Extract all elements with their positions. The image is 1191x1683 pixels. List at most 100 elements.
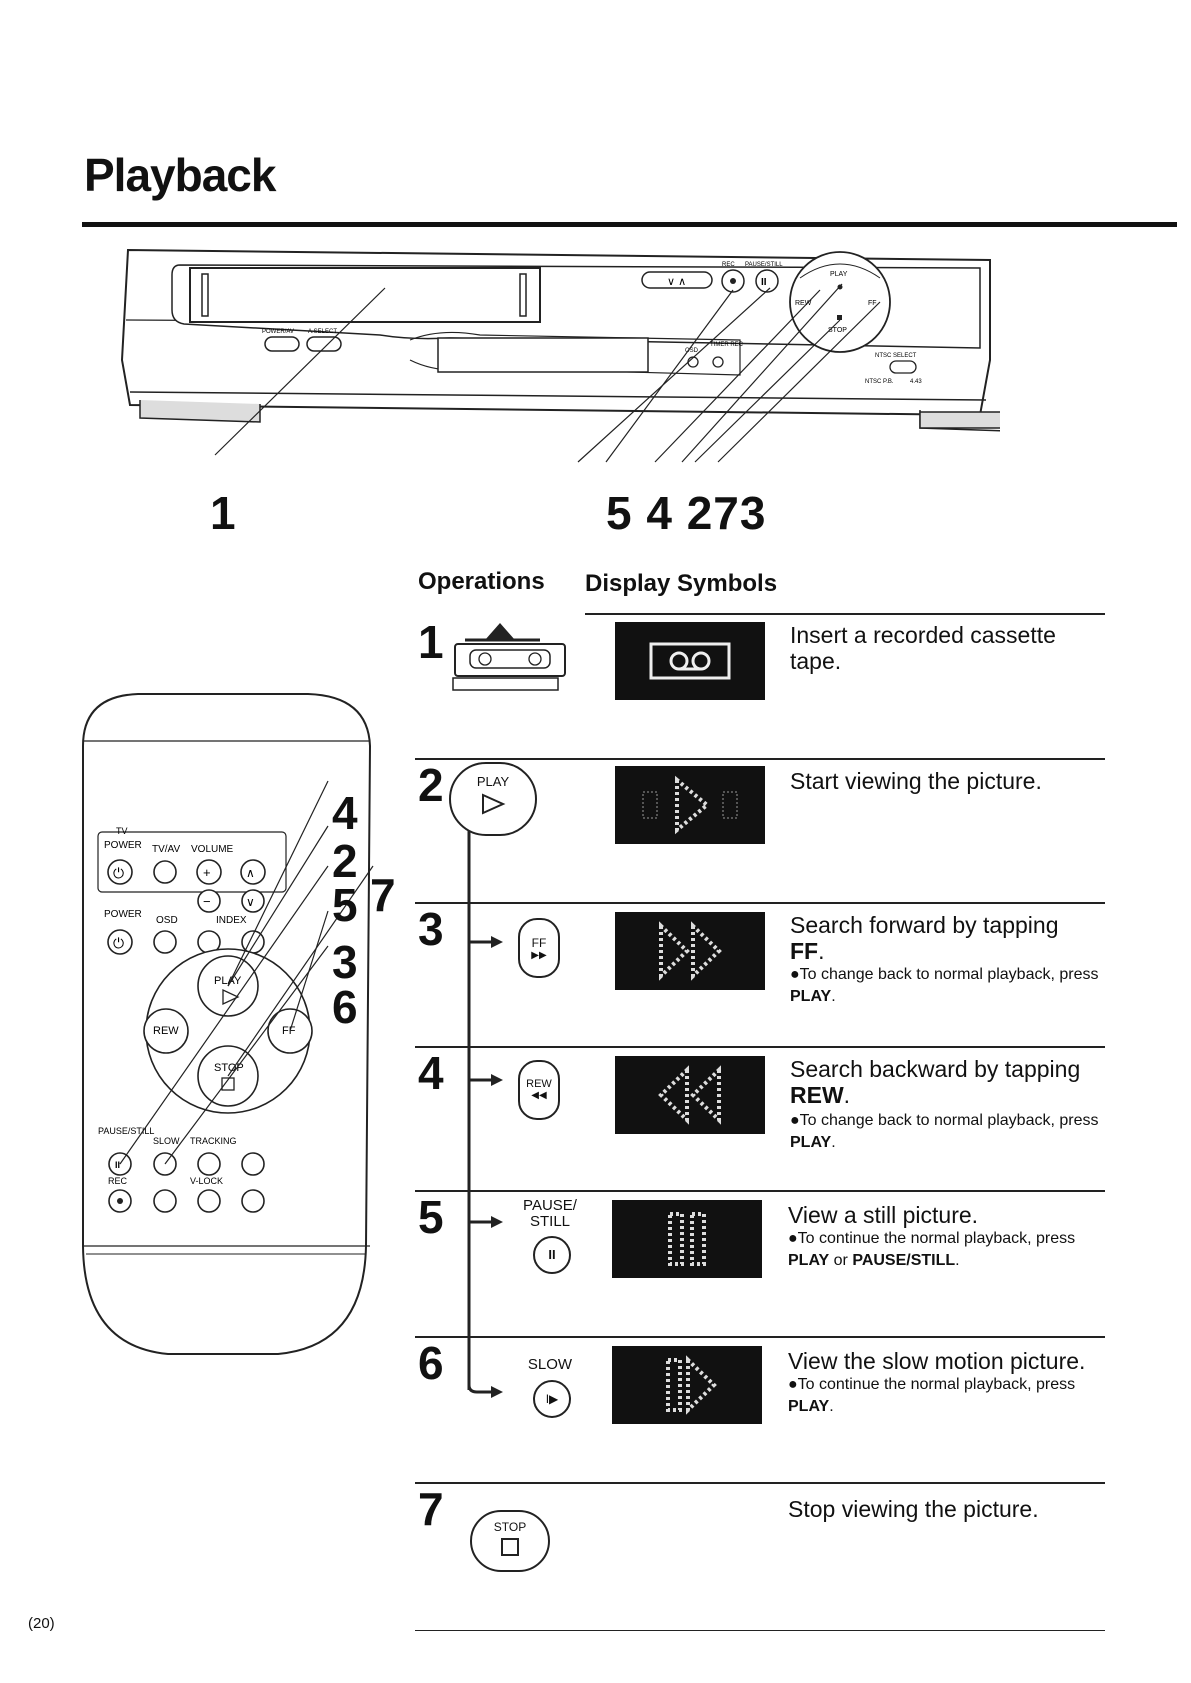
- remote-callout-4: 4: [332, 787, 358, 839]
- step-5-note-mid: or: [829, 1252, 853, 1269]
- row-3-rule: [415, 1046, 1105, 1048]
- remote-channel-up2-button[interactable]: [241, 1152, 265, 1176]
- remote-vcr-power-button[interactable]: [107, 929, 133, 955]
- vcr-osd-label: OSD: [685, 348, 699, 354]
- remote-rec-label: REC: [108, 1176, 128, 1186]
- remote-ff-label: FF: [282, 1025, 296, 1037]
- remote-tv-label: TV: [116, 826, 128, 836]
- vcr-transport-dial[interactable]: [789, 251, 891, 353]
- step-6-button-label: SLOW: [527, 1356, 573, 1373]
- step-5-pause-button[interactable]: II: [533, 1236, 571, 1274]
- remote-rew-button[interactable]: [143, 1008, 189, 1054]
- step-3-number: 3: [418, 903, 444, 955]
- vcr-timer-rec-button[interactable]: [712, 356, 724, 368]
- step-7-stop-button[interactable]: STOP: [470, 1510, 550, 1572]
- step-1-description: Insert a recorded cassette tape.: [790, 622, 1056, 674]
- vcr-rec-label: REC: [722, 262, 735, 268]
- page-title: Playback: [84, 149, 276, 201]
- step-5-note-bold1: PLAY: [788, 1252, 830, 1269]
- vcr-front-panel-illustration: POWER/AV A.SELECT ∨ ∧ II REC PAUSE/STILL…: [120, 248, 1000, 463]
- remote-tracking-down-button[interactable]: [197, 1189, 221, 1213]
- step-4-rew-button[interactable]: REW ◀◀: [518, 1060, 560, 1120]
- vcr-pause-button[interactable]: [755, 269, 779, 293]
- row-7-rule: [415, 1630, 1105, 1631]
- remote-tvav-button[interactable]: [153, 860, 177, 884]
- step-4-number: 4: [418, 1047, 444, 1099]
- svg-text:∧: ∧: [246, 866, 255, 880]
- remote-callout-5: 5: [332, 879, 358, 931]
- step-3-description: Search forward by tapping FF.: [790, 912, 1059, 964]
- step-5-note-suffix: .: [955, 1252, 960, 1269]
- vcr-power-button[interactable]: [264, 336, 300, 352]
- remote-volume-down-button[interactable]: [197, 889, 221, 913]
- step-4-note-suffix: .: [831, 1134, 836, 1151]
- step-6-slow-button[interactable]: I▶: [533, 1380, 571, 1418]
- remote-callout-7: 7: [370, 869, 396, 921]
- vcr-play-label: PLAY: [830, 271, 848, 278]
- vcr-select-button[interactable]: [306, 336, 342, 352]
- step-7-description: Stop viewing the picture.: [788, 1496, 1039, 1522]
- step-3-note-prefix: ●To change back to normal playback, pres…: [790, 966, 1099, 983]
- vcr-ratio-label: 4.43: [910, 379, 922, 385]
- slow-display-icon: [666, 1355, 717, 1415]
- vcr-ntsc-switch[interactable]: [889, 360, 917, 374]
- step-flow-connector: [467, 790, 503, 1398]
- step-6-display-symbol: [612, 1346, 762, 1424]
- step-4-bold-word: REW: [790, 1082, 844, 1108]
- step-6-note-prefix: ●To continue the normal playback, press: [788, 1376, 1076, 1393]
- step-3-ff-button[interactable]: FF ▶▶: [518, 918, 560, 978]
- vcr-callout-1: 1: [210, 487, 236, 539]
- remote-tvav-label: TV/AV: [152, 844, 180, 855]
- step-3-text: Search forward by tapping: [790, 912, 1059, 938]
- row-5-rule: [415, 1336, 1105, 1338]
- svg-text:∨: ∨: [246, 895, 255, 909]
- still-display-icon: [668, 1212, 706, 1266]
- vcr-timer-label: TIMER REC: [710, 342, 744, 348]
- step-3-note: ●To change back to normal playback, pres…: [790, 964, 1100, 1008]
- step-4-note: ●To change back to normal playback, pres…: [790, 1110, 1100, 1154]
- remote-pause-label: PAUSE/STILL: [98, 1126, 154, 1136]
- remote-channel-down2-button[interactable]: [241, 1189, 265, 1213]
- vcr-pause-label: PAUSE/STILL: [745, 262, 783, 268]
- step-3-note-bold: PLAY: [790, 988, 832, 1005]
- remote-tracking-up-button[interactable]: [197, 1152, 221, 1176]
- step-1-number: 1: [418, 616, 444, 668]
- vcr-channel-buttons[interactable]: [641, 271, 713, 289]
- remote-callout-6: 6: [332, 981, 358, 1033]
- remote-channel-up-button[interactable]: [240, 859, 266, 885]
- page-number: (20): [28, 1615, 55, 1632]
- step-2-number: 2: [418, 759, 444, 811]
- step-5-button-label: PAUSE/ STILL: [523, 1197, 577, 1230]
- cassette-insert-icon: [452, 623, 566, 691]
- remote-power2-label: POWER: [104, 909, 142, 920]
- remote-callout-3: 3: [332, 936, 358, 988]
- step-3-bold-word: FF: [790, 938, 819, 964]
- step-5-note: ●To continue the normal playback, press …: [788, 1228, 1098, 1272]
- step-2-display-symbol: [615, 766, 765, 844]
- remote-volume-up-button[interactable]: [196, 859, 222, 885]
- remote-tv-power-button[interactable]: [107, 859, 133, 885]
- remote-power-icon: ⏻: [113, 865, 124, 881]
- step-2-play-button[interactable]: PLAY: [449, 762, 537, 836]
- step-5-display-symbol: [612, 1200, 762, 1278]
- remote-vcr-power-icon: ⏻: [113, 935, 124, 951]
- remote-osd-label: OSD: [156, 915, 178, 926]
- step-3-note-suffix: .: [831, 988, 836, 1005]
- step-3-button-label: FF: [531, 936, 547, 950]
- step-4-note-bold: PLAY: [790, 1134, 832, 1151]
- vcr-rew-label: REW: [795, 300, 812, 307]
- svg-text:II: II: [115, 1160, 120, 1170]
- step-6-note-bold: PLAY: [788, 1398, 830, 1415]
- remote-blank-button[interactable]: [153, 1189, 177, 1213]
- step-6-note-suffix: .: [829, 1398, 834, 1415]
- col-operations-header: Operations: [418, 568, 545, 595]
- step-6-note: ●To continue the normal playback, press …: [788, 1374, 1098, 1418]
- step-4-description: Search backward by tapping REW.: [790, 1056, 1081, 1108]
- remote-channel-down-button[interactable]: [241, 889, 265, 913]
- remote-power-label: POWER: [104, 840, 142, 851]
- title-rule: [82, 222, 1177, 227]
- remote-tracking-label: TRACKING: [190, 1136, 237, 1146]
- remote-osd-button[interactable]: [153, 930, 177, 954]
- vcr-ntsc-select-label: NTSC SELECT: [875, 353, 917, 359]
- remote-volume-label: VOLUME: [191, 844, 234, 855]
